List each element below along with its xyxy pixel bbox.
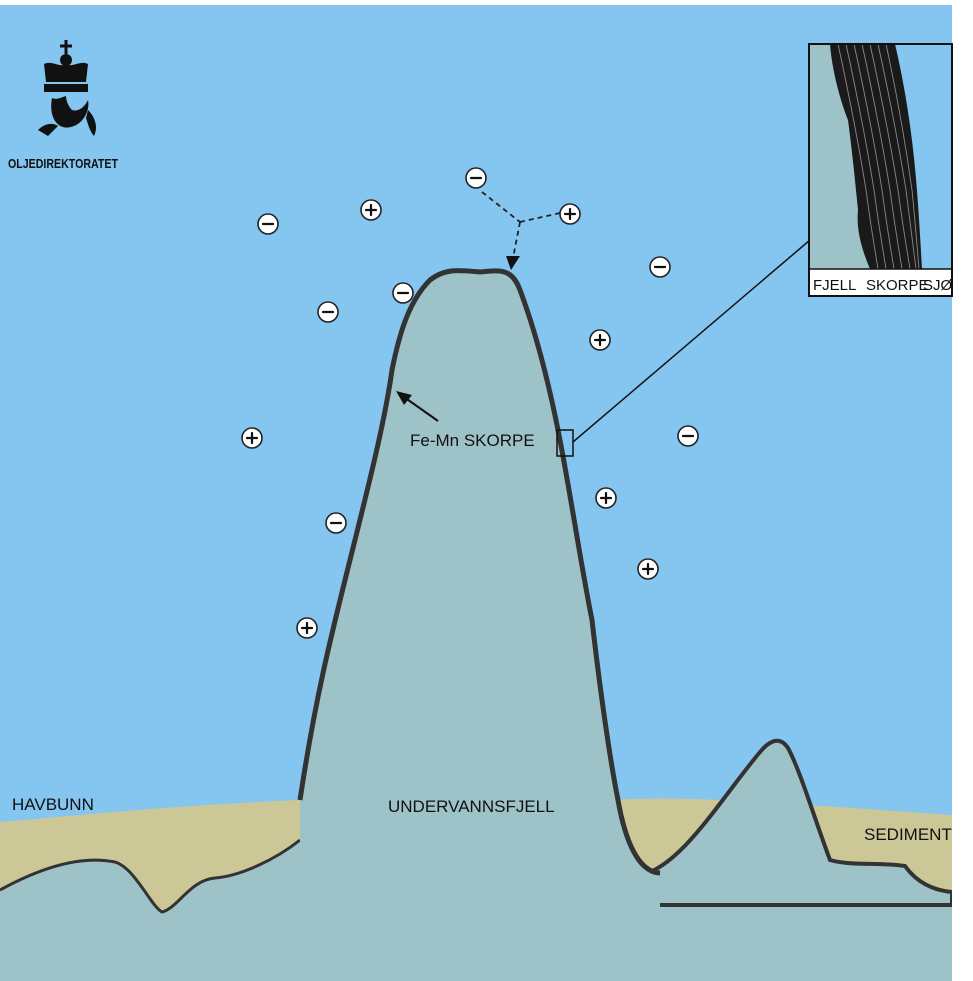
logo-text: OLJEDIREKTORATET [8,157,118,171]
crust-label: Fe-Mn SKORPE [410,431,535,450]
negative-ion [325,512,347,534]
negative-ion [392,282,414,304]
negative-ion [317,301,339,323]
negative-ion [257,213,279,235]
arrowhead-peak [506,256,520,270]
seabed-label: HAVBUNN [12,795,94,814]
positive-ion [296,617,318,639]
positive-ion [595,487,617,509]
positive-ion [637,558,659,580]
seamount-label: UNDERVANNSFJELL [388,797,555,816]
seamount [300,270,660,981]
crust-detail-inset [808,43,953,297]
fe-mn-crust-outline [297,267,661,876]
sediment-right [615,742,952,892]
crown-logo-icon [38,40,96,136]
inset-seawater [895,44,952,269]
ion-combination-arrows [481,191,561,259]
right-margin [952,0,973,981]
seamount-base [300,870,660,981]
inset-label-skorpe: SKORPE [866,277,929,294]
top-margin [0,0,973,5]
ions [241,167,699,639]
negative-ion [677,425,699,447]
positive-ion [241,427,263,449]
crust-pointer-line [403,396,439,422]
zoom-marker [556,429,574,457]
small-hill [638,738,954,907]
positive-ion [360,199,382,221]
zoom-connector [572,239,811,443]
inset-label-fjell: FJELL [813,277,856,294]
positive-ion [559,203,581,225]
negative-ion [465,167,487,189]
negative-ion [649,256,671,278]
sediment-left [0,800,300,912]
positive-ion [589,329,611,351]
sediment-label: SEDIMENT [864,825,952,844]
bedrock-outline-left [0,838,301,914]
crust-pointer-head [396,391,412,405]
inset-label-sjo: SJØ [923,277,953,294]
